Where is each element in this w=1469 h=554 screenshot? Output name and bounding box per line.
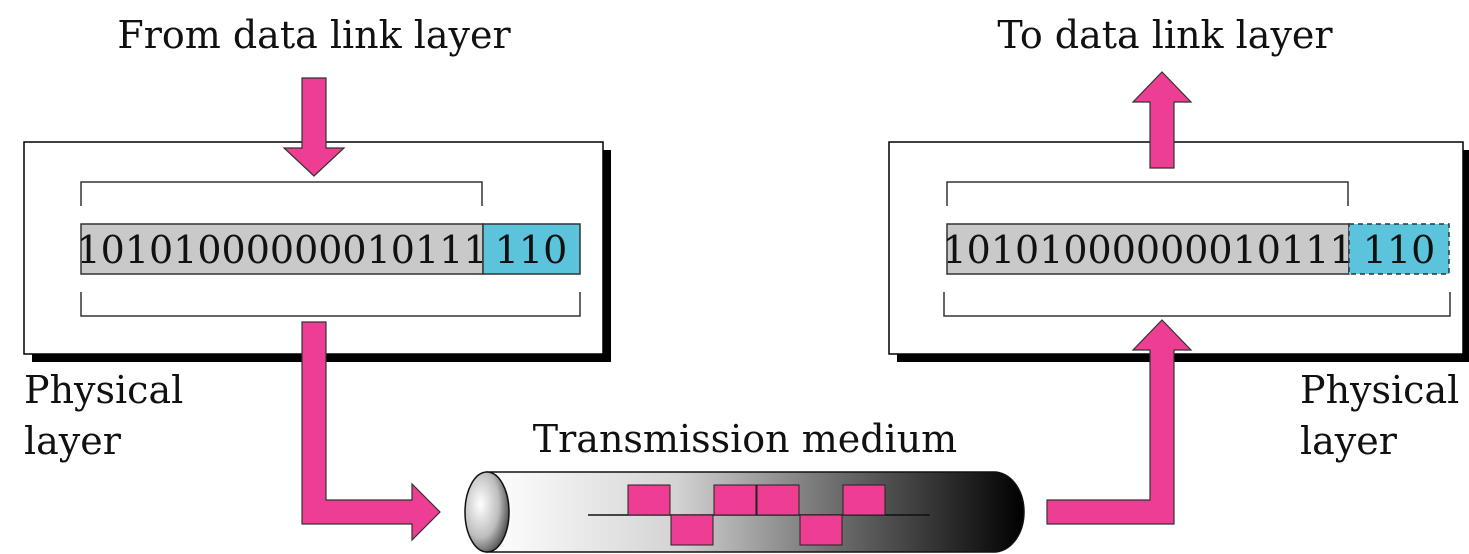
receiver-frame-bracket-bottom [943, 292, 1451, 317]
receiver-data-bits: 10101000000010111 [942, 228, 1353, 272]
up-arrow-to-data-link-layer [1131, 71, 1193, 169]
from-data-link-layer-label: From data link layer [117, 13, 511, 57]
receiver-data-bracket-top [946, 181, 1349, 206]
arrow-medium-to-receiver [1046, 319, 1193, 525]
sender-frame: 10101000000010111 110 [76, 223, 581, 275]
physical-layer-right-line1: Physical [1300, 368, 1459, 412]
sender-crc-field [482, 223, 581, 275]
physical-layer-left-line1: Physical [24, 368, 183, 412]
sender-crc-bits: 110 [495, 228, 568, 272]
transmission-medium-label: Transmission medium [533, 417, 957, 461]
signal-pulse-high [756, 484, 800, 516]
down-arrow-from-data-link-layer [282, 77, 346, 177]
sender-data-field [80, 223, 484, 275]
signal-pulse-low [670, 514, 714, 546]
signal-pulse-high [842, 484, 886, 516]
sender-data-bracket-top [80, 181, 483, 206]
receiver-frame: 10101000000010111 110 [942, 223, 1450, 275]
to-data-link-layer-label: To data link layer [997, 13, 1333, 57]
cable-end-cap [464, 471, 510, 553]
transmission-medium-cable [464, 471, 1025, 553]
signal-pulse-high [627, 484, 671, 516]
arrow-sender-to-medium [301, 321, 441, 542]
signal-pulse-high [713, 484, 757, 516]
receiver-data-field [946, 223, 1350, 275]
signal-pulses [627, 484, 886, 546]
physical-layer-left-line2: layer [24, 419, 122, 463]
receiver-crc-field [1348, 223, 1450, 275]
receiver-crc-bits: 110 [1363, 228, 1436, 272]
physical-layer-right-line2: layer [1300, 419, 1398, 463]
sender-data-bits: 10101000000010111 [76, 228, 487, 272]
sender-frame-bracket-bottom [80, 292, 581, 317]
signal-pulse-low [799, 514, 843, 546]
